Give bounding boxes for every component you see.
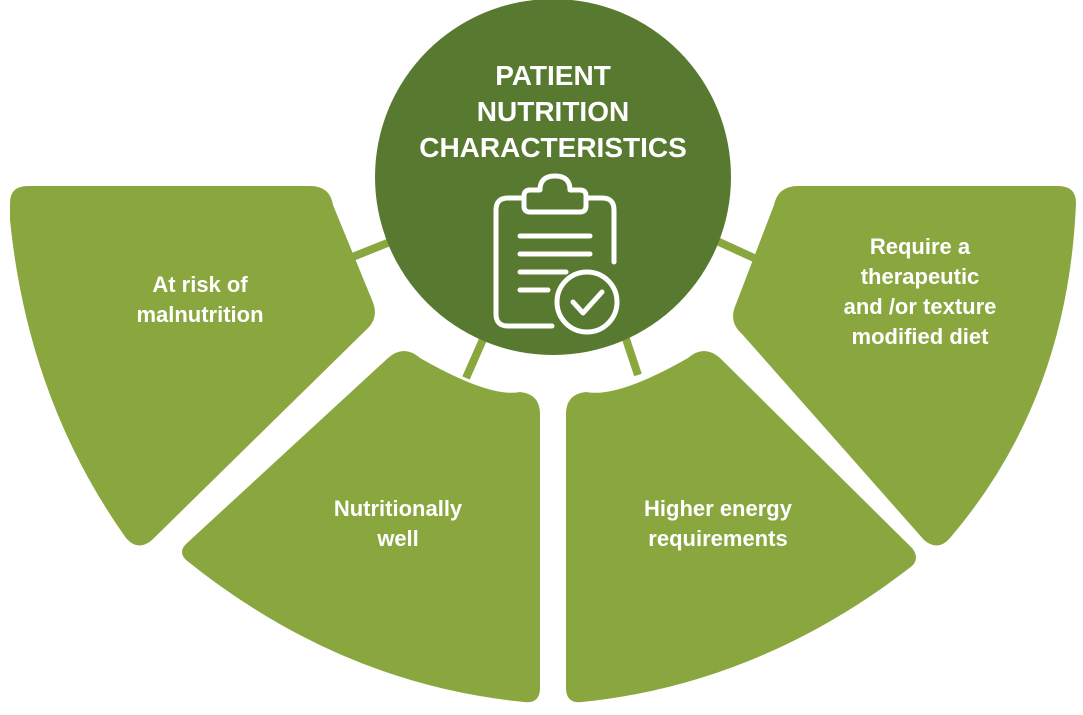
label-line: Higher energy bbox=[644, 496, 792, 521]
segment-center-left bbox=[182, 351, 540, 703]
label-line: Nutritionally bbox=[333, 496, 463, 521]
center-title-line: PATIENT bbox=[495, 60, 611, 91]
segment-right bbox=[733, 186, 1076, 546]
label-line: modified diet bbox=[851, 324, 989, 349]
label-line: well bbox=[377, 526, 419, 551]
segment-label-center-right: Higher energy requirements bbox=[608, 494, 828, 554]
segment-label-center-left: Nutritionally well bbox=[298, 494, 498, 554]
label-line: requirements bbox=[648, 526, 788, 551]
segment-left bbox=[10, 186, 375, 546]
center-title-line: NUTRITION bbox=[476, 96, 630, 127]
center-title: PATIENT NUTRITION CHARACTERISTICS bbox=[393, 58, 713, 166]
center-title-line: CHARACTERISTICS bbox=[419, 132, 687, 163]
label-line: malnutrition bbox=[136, 302, 264, 327]
label-line: Require a bbox=[869, 234, 971, 259]
segment-center-right bbox=[566, 351, 916, 703]
segment-label-left: At risk of malnutrition bbox=[100, 270, 300, 330]
label-line: therapeutic bbox=[860, 264, 980, 289]
label-line: At risk of bbox=[152, 272, 248, 297]
clipboard-check-icon bbox=[493, 173, 620, 335]
segment-label-right: Require a therapeutic and /or texture mo… bbox=[810, 232, 1030, 352]
label-line: and /or texture bbox=[843, 294, 997, 319]
